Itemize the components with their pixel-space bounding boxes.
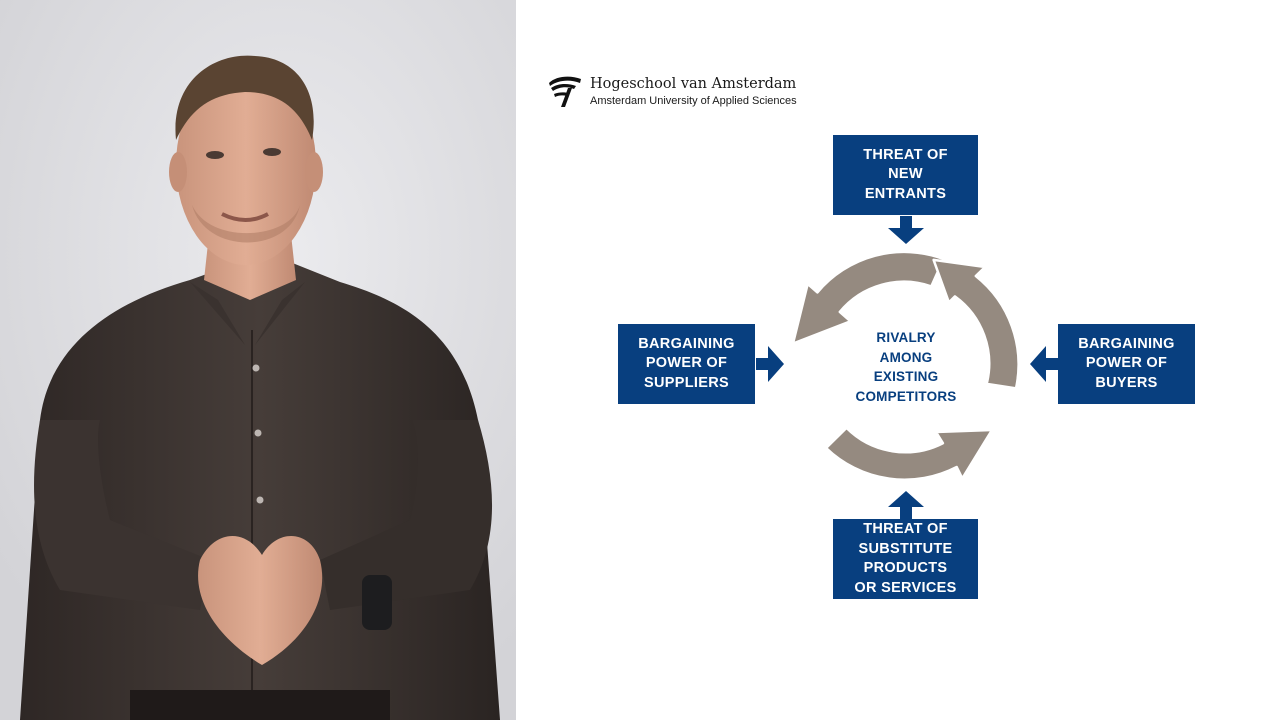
threat-substitutes-box: THREAT OF SUBSTITUTE PRODUCTS OR SERVICE… (833, 519, 978, 599)
arrow-right-icon (756, 346, 784, 382)
arrow-left-icon (1030, 346, 1058, 382)
buyer-power-box: BARGAINING POWER OF BUYERS (1058, 324, 1195, 404)
supplier-power-box: BARGAINING POWER OF SUPPLIERS (618, 324, 755, 404)
hva-wave-logo-icon (549, 76, 581, 107)
institution-name: Hogeschool van Amsterdam (590, 76, 797, 92)
slide: Hogeschool van Amsterdam Amsterdam Unive… (516, 0, 1280, 720)
rivalry-cycle (791, 250, 1020, 481)
arrow-down-icon (888, 216, 924, 244)
threat-new-entrants-box: THREAT OF NEW ENTRANTS (833, 135, 978, 215)
presenter-video (0, 0, 516, 720)
presenter-figure (0, 0, 516, 720)
rivalry-label: RIVALRY AMONG EXISTING COMPETITORS (855, 330, 957, 404)
arrow-up-icon (888, 491, 924, 519)
logo: Hogeschool van Amsterdam Amsterdam Unive… (548, 74, 828, 110)
institution-subtitle: Amsterdam University of Applied Sciences (590, 95, 797, 107)
